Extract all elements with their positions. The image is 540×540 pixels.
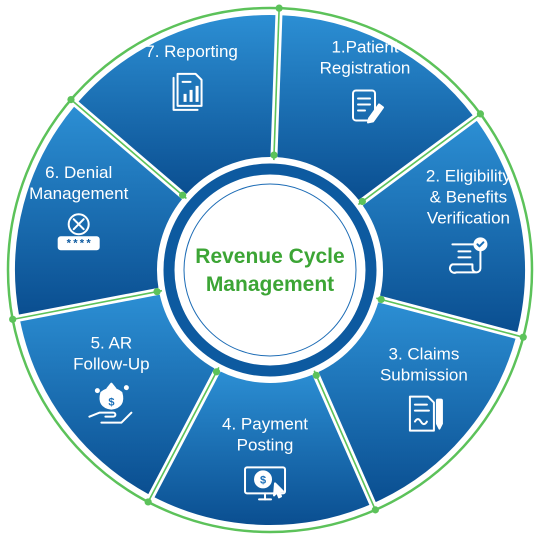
separator-line bbox=[71, 100, 187, 200]
center-title-line1: Revenue Cycle bbox=[195, 245, 344, 268]
separator-line bbox=[313, 370, 376, 509]
segment-5-label-line-1: 5. AR bbox=[91, 334, 133, 353]
segment-6-label-line-1: 6. Denial bbox=[45, 163, 112, 182]
segment-6 bbox=[13, 103, 185, 317]
connector-node bbox=[67, 95, 75, 104]
connector-node bbox=[179, 191, 187, 199]
report-chart-icon bbox=[172, 72, 203, 111]
connector-node bbox=[358, 197, 366, 206]
segment-7-label-line-1: 7. Reporting bbox=[145, 42, 238, 61]
denied-password-icon: **** bbox=[57, 213, 100, 251]
connector-node bbox=[377, 295, 385, 304]
document-pen-icon bbox=[408, 395, 443, 432]
segment-1-label-line-2: Registration bbox=[320, 58, 411, 77]
connector-node bbox=[312, 371, 320, 379]
connector-node bbox=[371, 506, 379, 514]
segment-2-label-line-1: 2. Eligibility bbox=[426, 166, 512, 185]
segment-3 bbox=[316, 299, 519, 505]
segment-4 bbox=[151, 368, 372, 527]
segment-4-label-line-1: 4. Payment bbox=[222, 414, 308, 433]
svg-text:$: $ bbox=[108, 397, 114, 409]
separator-line bbox=[357, 114, 480, 206]
connector-node bbox=[519, 333, 527, 341]
segment-5-label-line-2: Follow-Up bbox=[73, 355, 150, 374]
connector-node bbox=[144, 498, 152, 506]
center-title-line2: Management bbox=[206, 273, 334, 296]
separator-line bbox=[148, 367, 220, 501]
connector-node bbox=[270, 151, 278, 159]
segment-6-label-line-2: Management bbox=[29, 184, 129, 203]
connector-node bbox=[476, 110, 485, 118]
hand-money-bag-icon: $ bbox=[88, 382, 133, 424]
clipboard-pen-icon bbox=[352, 89, 385, 124]
monitor-payment-icon: $ bbox=[244, 466, 287, 501]
svg-text:$: $ bbox=[260, 474, 266, 486]
segment-1-label-line-1: 1.Patient bbox=[331, 37, 398, 56]
segment-4-label-line-2: Posting bbox=[237, 435, 294, 454]
certificate-scroll-icon bbox=[448, 237, 488, 274]
connector-node bbox=[212, 368, 221, 376]
center-disc bbox=[183, 183, 357, 357]
svg-text:****: **** bbox=[65, 239, 91, 251]
connector-node bbox=[9, 315, 17, 323]
segment-3-label-line-1: 3. Claims bbox=[388, 345, 459, 364]
connector-node bbox=[153, 288, 161, 296]
segment-2-label-line-3: Verification bbox=[427, 208, 510, 227]
segment-2 bbox=[360, 118, 527, 335]
separator-line bbox=[376, 297, 522, 338]
segment-2-label-line-2: & Benefits bbox=[430, 187, 508, 206]
separator-line bbox=[14, 289, 163, 320]
separator-line bbox=[273, 10, 280, 161]
connector-node bbox=[275, 4, 283, 12]
segment-3-label-line-2: Submission bbox=[380, 366, 468, 385]
